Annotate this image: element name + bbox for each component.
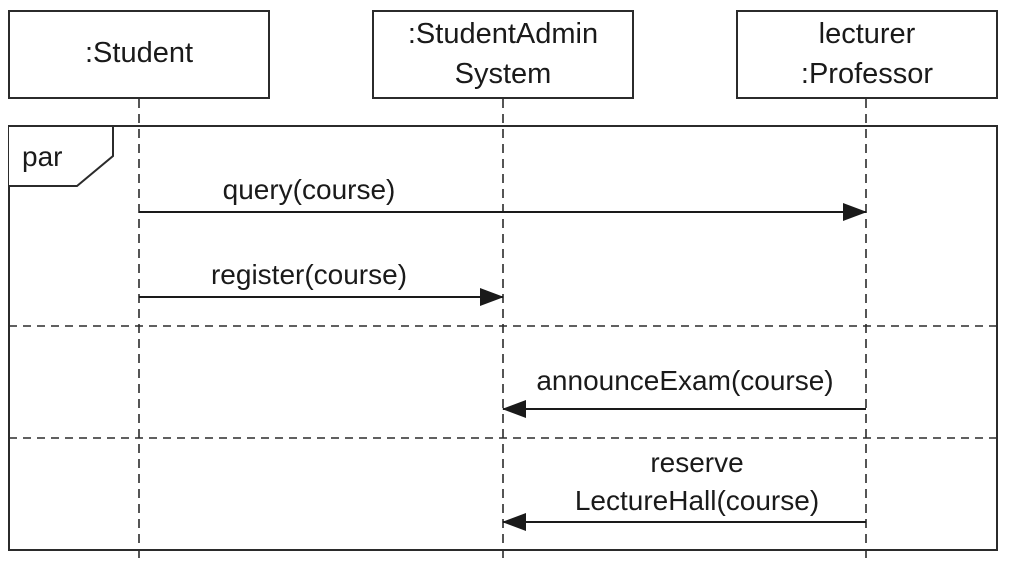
message-announce-exam-label: announceExam(course): [536, 365, 833, 396]
participant-professor-label-line2: :Professor: [801, 58, 933, 90]
par-operator-tab: [9, 125, 114, 187]
message-reserve-hall-label-line1: reserve: [650, 447, 743, 478]
participant-admin-label-line1: :StudentAdmin: [408, 18, 598, 50]
message-reserve-hall-label-line2: LectureHall(course): [575, 485, 819, 516]
par-fragment-frame: [8, 125, 998, 551]
par-operator-label: par: [22, 141, 62, 172]
message-query-label: query(course): [223, 174, 396, 205]
participant-admin: :StudentAdmin System: [372, 10, 634, 99]
participant-professor: lecturer :Professor: [736, 10, 998, 99]
participant-student-label: :Student: [85, 37, 193, 69]
participant-student: :Student: [8, 10, 270, 99]
participant-professor-label-line1: lecturer: [819, 18, 916, 50]
message-register-label: register(course): [211, 259, 407, 290]
participant-admin-label-line2: System: [455, 58, 552, 90]
